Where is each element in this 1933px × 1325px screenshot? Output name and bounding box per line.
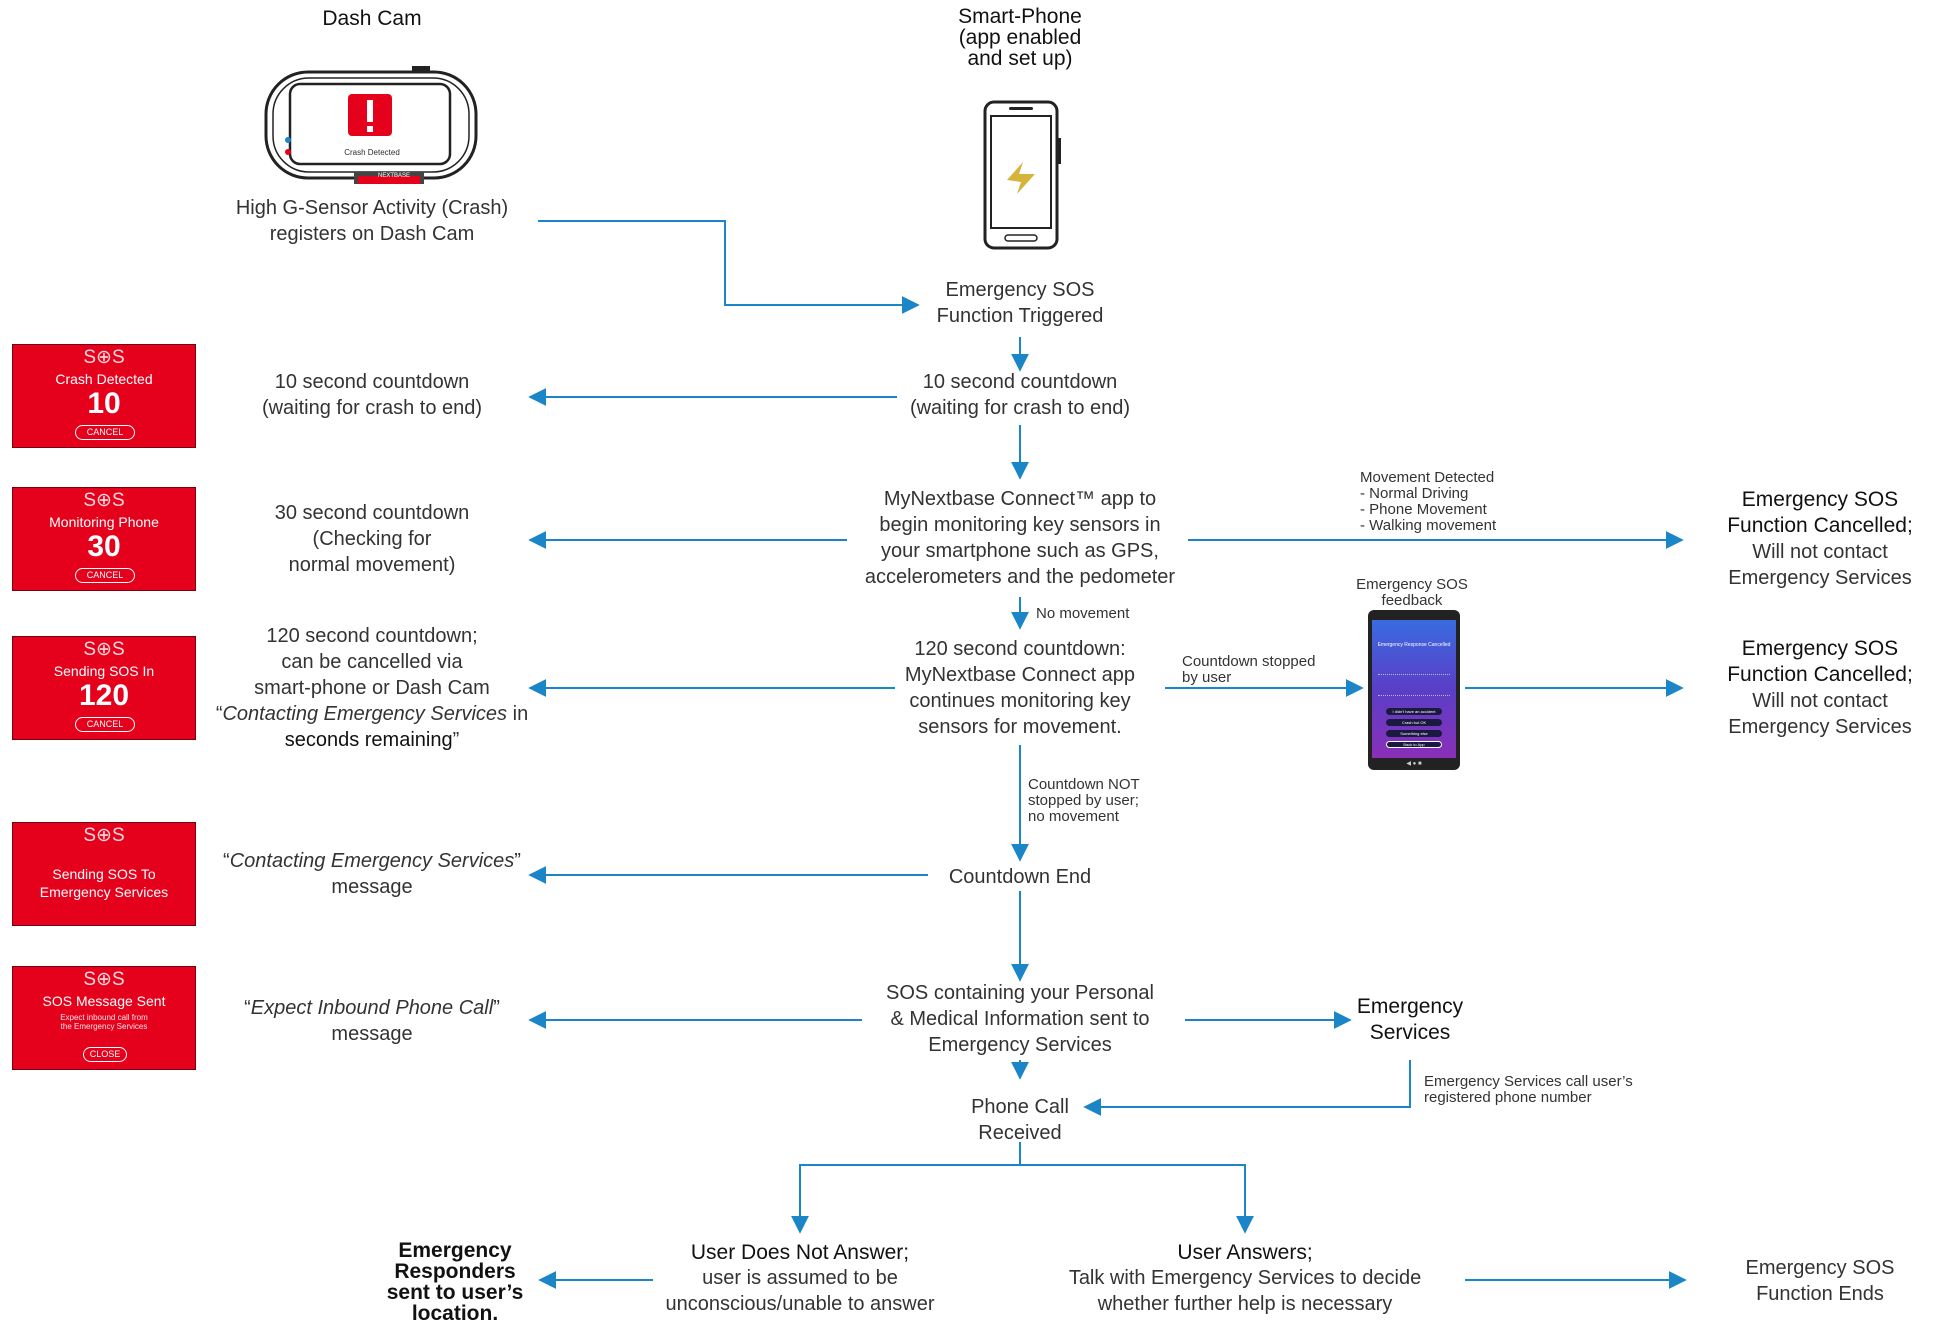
contacting-italic: Contacting Emergency Services — [229, 850, 515, 872]
answer-sub: Talk with Emergency Services to decide w… — [1068, 1267, 1422, 1315]
dashcam-device: Crash Detected NEXTBASE — [262, 66, 482, 186]
feedback-label: Emergency SOS feedback — [1356, 576, 1468, 609]
panel-label: Crash Detected — [55, 371, 153, 387]
countdown120-left-bold: seconds remaining — [284, 729, 453, 751]
cancelled1-title: Emergency SOS Function Cancelled; — [1727, 488, 1913, 537]
countdown120-left-main: 120 second countdown; can be cancelled v… — [254, 625, 490, 699]
panel-crash-detected: S⊕S Crash Detected 10 CANCEL — [12, 344, 196, 448]
close-button[interactable]: CLOSE — [83, 1047, 127, 1062]
phone-call-received-text: Phone Call Received — [971, 1096, 1069, 1144]
arrow-es-call — [1083, 1060, 1411, 1116]
smartphone-device — [983, 100, 1063, 250]
answer-title: User Answers; — [1177, 1241, 1313, 1264]
panel-sending-sos-to: S⊕S Sending SOS To Emergency Services — [12, 822, 196, 926]
sos-triggered-text: Emergency SOS Function Triggered — [936, 279, 1104, 327]
countdown30-left-text: 30 second countdown (Checking for normal… — [274, 502, 470, 576]
cancelled1-sub: Will not contact Emergency Services — [1728, 541, 1912, 589]
feedback-body-lines — [1378, 674, 1450, 696]
countdown120-left-in: in — [507, 703, 529, 725]
cancelled2-sub: Will not contact Emergency Services — [1728, 690, 1912, 738]
feedback-phone: Emergency Response Cancelled I didn't ha… — [1368, 610, 1460, 770]
not-stopped-label: Countdown NOT stopped by user; no moveme… — [1028, 776, 1140, 825]
countdown10-center-text: 10 second countdown (waiting for crash t… — [909, 371, 1131, 419]
sos-logo-icon: S⊕S — [83, 825, 125, 846]
sos-logo-icon: S⊕S — [83, 969, 125, 990]
feedback-button-0[interactable]: I didn't have an accident — [1386, 708, 1442, 715]
panel-sos-message-sent: S⊕S SOS Message Sent Expect inbound call… — [12, 966, 196, 1070]
expect-quote-open: “ — [244, 997, 251, 1019]
dashcam-column-title: Dash Cam — [322, 7, 422, 30]
emergency-services-text: Emergency Services — [1356, 995, 1464, 1044]
expect-message-word: message — [331, 1023, 413, 1045]
contacting-message-word: message — [331, 876, 413, 898]
smartphone-icon — [983, 100, 1061, 250]
feedback-button-2[interactable]: Something else — [1386, 730, 1442, 737]
responders-text: Emergency Responders sent to user’s loca… — [386, 1239, 524, 1325]
countdown-end-text: Countdown End — [948, 866, 1092, 888]
cancel-button[interactable]: CANCEL — [75, 717, 135, 732]
no-answer-title: User Does Not Answer; — [690, 1241, 910, 1264]
cancelled2-title: Emergency SOS Function Cancelled; — [1727, 637, 1913, 686]
cancel-button[interactable]: CANCEL — [75, 425, 135, 440]
feedback-nav-bar: ◀ ● ■ — [1406, 761, 1422, 767]
sos-logo-icon: S⊕S — [83, 490, 125, 511]
expect-quote-close: ” — [493, 997, 500, 1019]
arrow-crash-to-triggered — [538, 220, 920, 314]
countdown120-left-italic: Contacting Emergency Services — [222, 703, 508, 725]
sos-sent-text: SOS containing your Personal & Medical I… — [886, 982, 1154, 1056]
panel-label: Sending SOS In — [53, 663, 155, 679]
no-answer-sub: user is assumed to be unconscious/unable… — [665, 1267, 935, 1315]
countdown120-left-quote-open: “ — [215, 703, 223, 725]
dashcam-icon — [264, 66, 478, 184]
panel-small-text: Expect inbound call from the Emergency S… — [60, 1013, 148, 1031]
movement-detected-label: Movement Detected - Normal Driving - Pho… — [1360, 469, 1497, 534]
expect-italic: Expect Inbound Phone Call — [250, 997, 494, 1019]
no-movement-label: No movement — [1036, 605, 1130, 622]
countdown120-left-quote-close: ” — [452, 729, 460, 751]
line-split-right — [1020, 1164, 1254, 1234]
phone-column-title: Smart-Phone (app enabled and set up) — [958, 5, 1082, 70]
dashcam-screen-text: Crash Detected — [344, 148, 400, 157]
feedback-button-3[interactable]: Back to App — [1386, 741, 1442, 748]
panel-label: Sending SOS To Emergency Services — [39, 866, 169, 900]
panel-number: 30 — [87, 530, 121, 563]
contacting-quote-close: ” — [514, 850, 521, 872]
panel-label: Monitoring Phone — [49, 514, 159, 530]
cancel-button[interactable]: CANCEL — [75, 568, 135, 583]
line-split — [791, 1142, 1021, 1234]
crash-detected-text: High G-Sensor Activity (Crash) registers… — [235, 197, 509, 245]
sos-logo-icon: S⊕S — [83, 347, 125, 368]
feedback-phone-screen: Emergency Response Cancelled I didn't ha… — [1372, 620, 1456, 758]
monitoring-text: MyNextbase Connect™ app to begin monitor… — [864, 488, 1176, 588]
panel-sending-sos-in: S⊕S Sending SOS In 120 CANCEL — [12, 636, 196, 740]
contacting-message-text: “Contacting Emergency Services” message — [212, 848, 532, 900]
countdown120-center-text: 120 second countdown: MyNextbase Connect… — [904, 638, 1136, 738]
panel-monitoring-phone: S⊕S Monitoring Phone 30 CANCEL — [12, 487, 196, 591]
countdown10-left-text: 10 second countdown (waiting for crash t… — [261, 371, 483, 419]
countdown120-left-text: 120 second countdown; can be cancelled v… — [212, 623, 532, 753]
feedback-title: Emergency Response Cancelled — [1377, 642, 1451, 648]
panel-label: SOS Message Sent — [42, 993, 166, 1009]
contacting-quote-open: “ — [223, 850, 230, 872]
es-call-label: Emergency Services call user’s registere… — [1424, 1073, 1633, 1106]
panel-number: 120 — [78, 679, 130, 712]
panel-number: 10 — [87, 387, 121, 420]
feedback-button-1[interactable]: Crash but OK — [1386, 719, 1442, 726]
stopped-by-user-label: Countdown stopped by user — [1182, 653, 1316, 686]
function-ends-text: Emergency SOS Function Ends — [1745, 1257, 1895, 1305]
sos-logo-icon: S⊕S — [83, 639, 125, 660]
expect-call-message-text: “Expect Inbound Phone Call” message — [212, 995, 532, 1047]
dashcam-brand: NEXTBASE — [377, 173, 410, 179]
